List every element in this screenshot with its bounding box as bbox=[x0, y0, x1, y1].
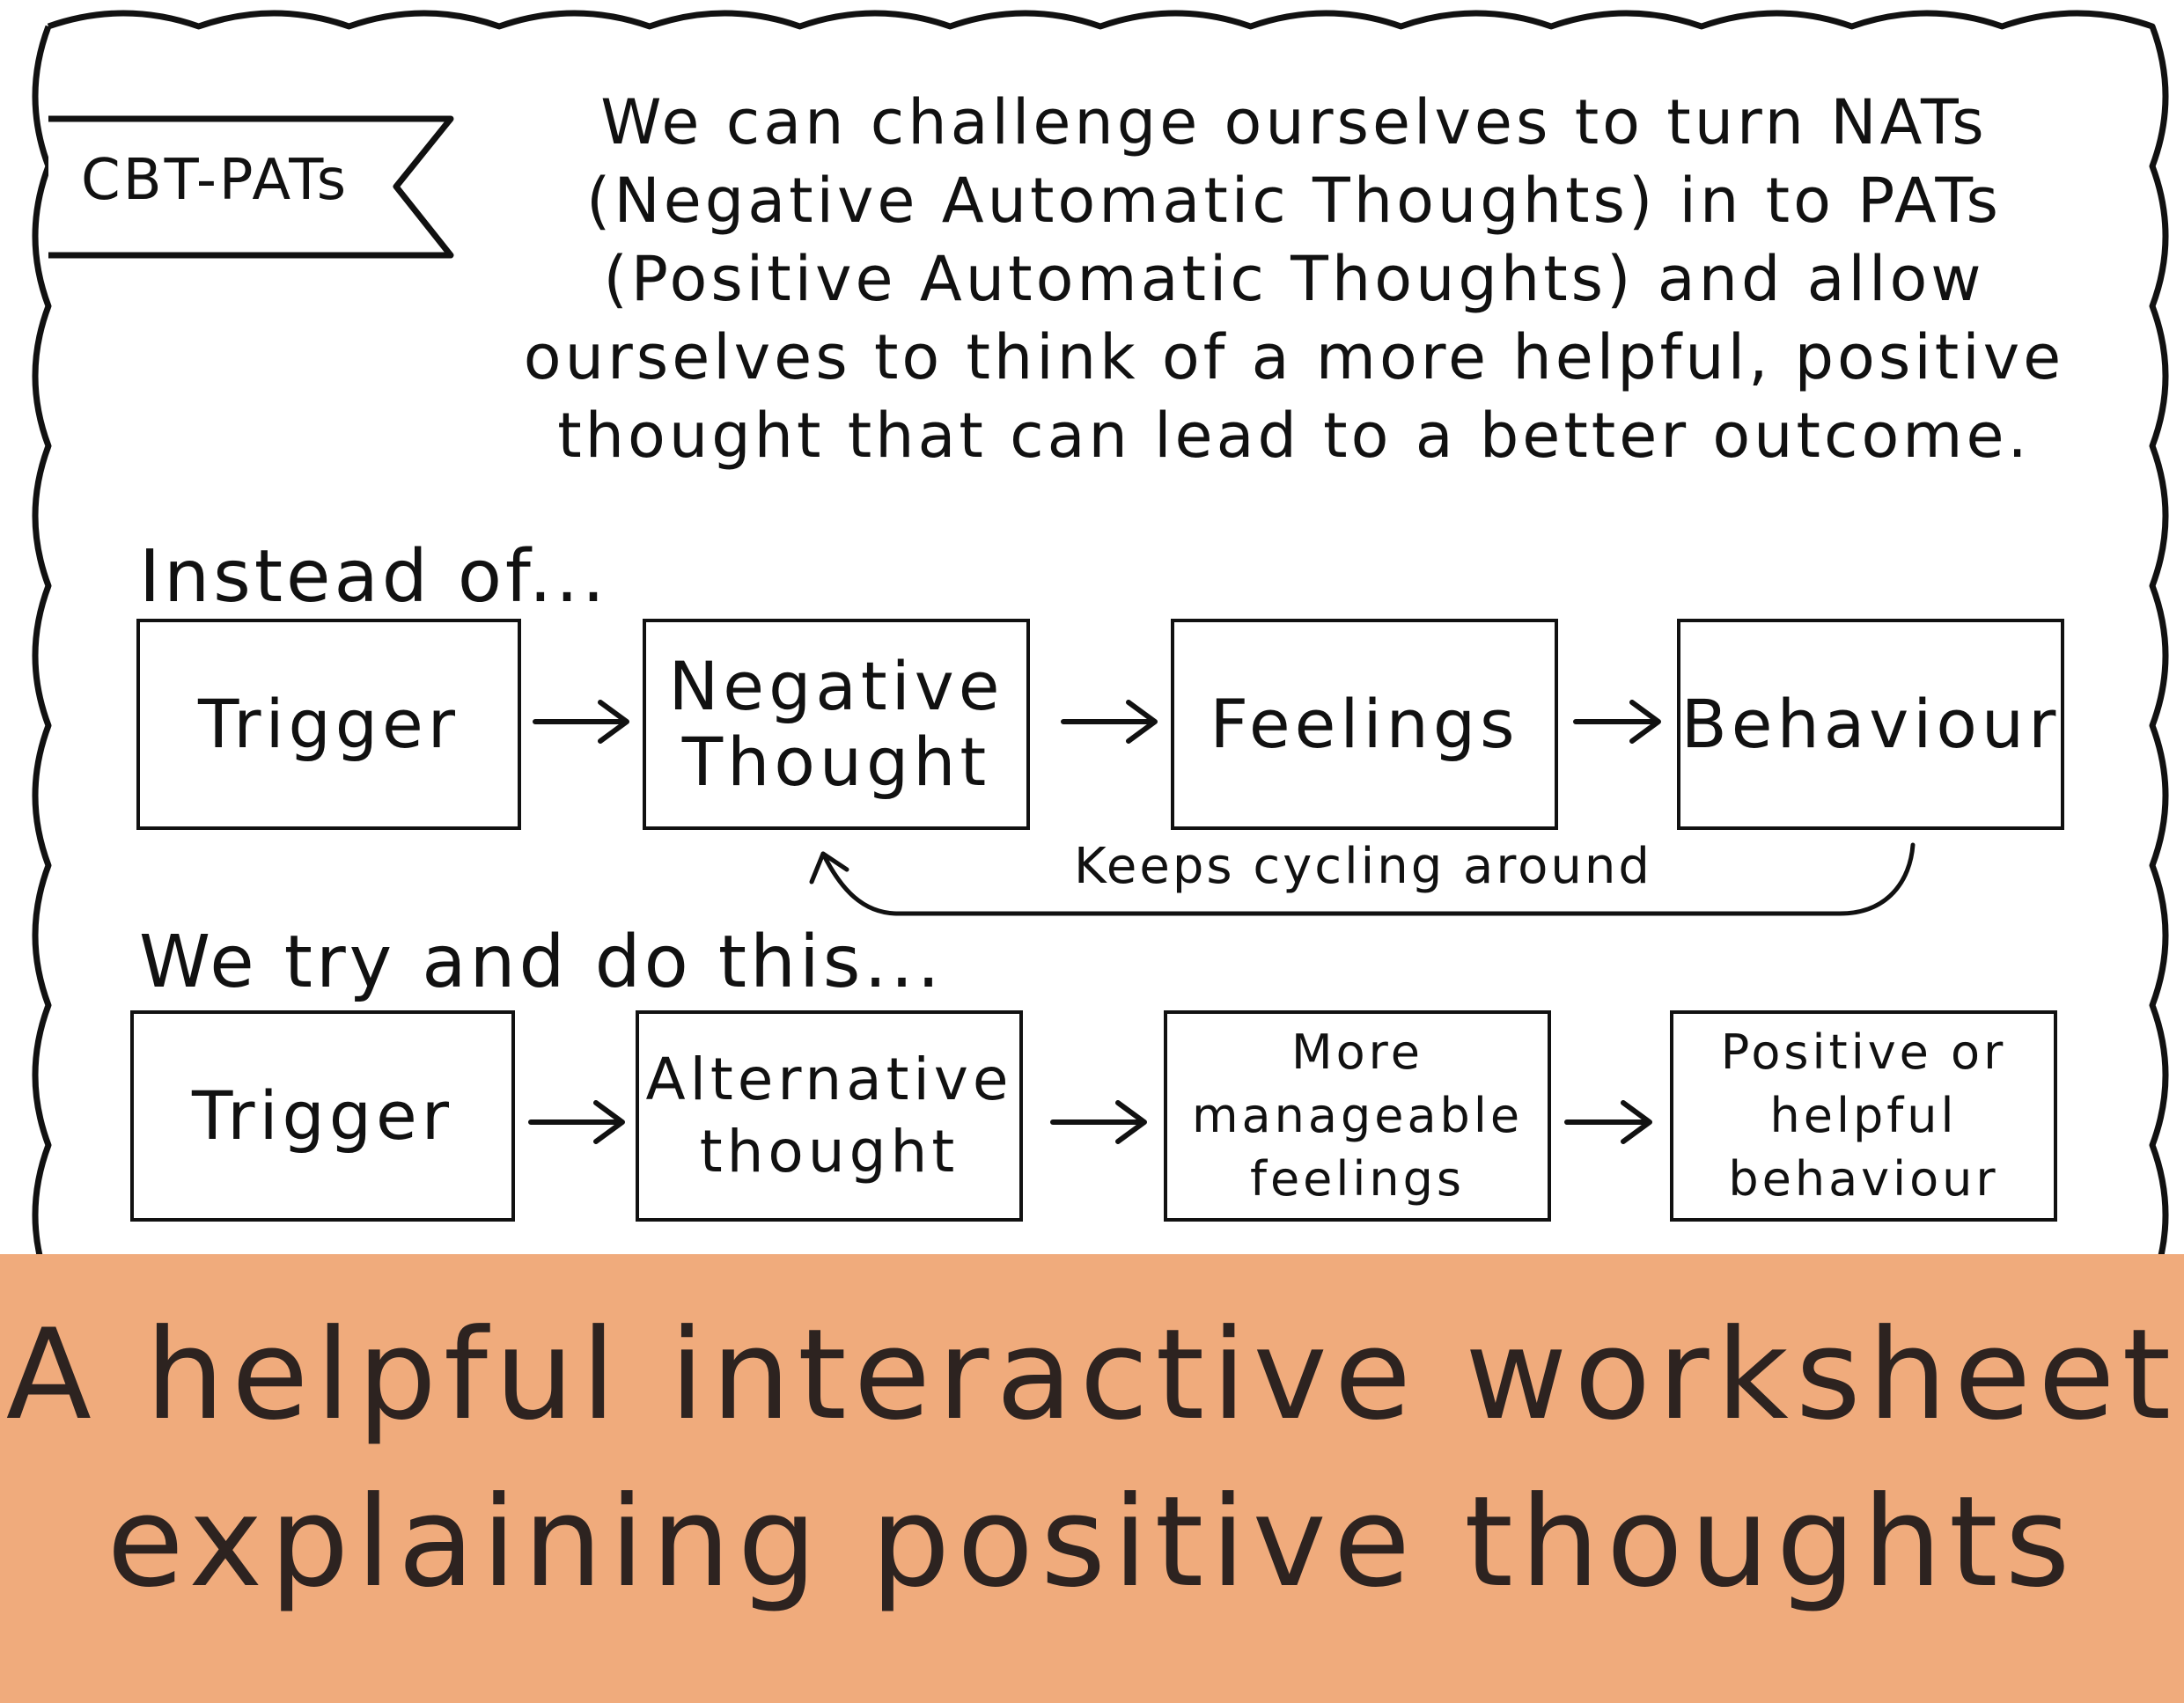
row2-box-trigger: Trigger bbox=[130, 1010, 515, 1222]
row1-box-negative-thought: Negative Thought bbox=[643, 619, 1030, 830]
intro-line: thought that can lead to a better outcom… bbox=[557, 400, 2031, 472]
wavy-border-frame bbox=[32, 10, 2169, 1254]
worksheet-tag: CBT-PATs bbox=[81, 148, 349, 213]
row1-box-feelings: Feelings bbox=[1171, 619, 1558, 830]
row1-box-behaviour: Behaviour bbox=[1677, 619, 2064, 830]
right-arrow-icon bbox=[533, 700, 629, 744]
right-arrow-icon bbox=[1573, 700, 1661, 744]
we-try-heading: We try and do this... bbox=[139, 921, 944, 1004]
box-label: helpful bbox=[1769, 1088, 1958, 1143]
intro-line: We can challenge ourselves to turn NATs bbox=[600, 86, 1988, 158]
banner-line-2: explaining positive thoughts bbox=[107, 1470, 2077, 1615]
row2-box-alternative-thought: Alternative thought bbox=[636, 1010, 1023, 1222]
intro-line: (Positive Automatic Thoughts) and allow bbox=[603, 243, 1985, 315]
worksheet-area: CBT-PATs We can challenge ourselves to t… bbox=[32, 10, 2169, 1254]
intro-line: ourselves to think of a more helpful, po… bbox=[523, 321, 2065, 393]
cycle-label: Keeps cycling around bbox=[1074, 838, 1652, 895]
caption-banner: A helpful interactive worksheet explaini… bbox=[0, 1254, 2184, 1703]
box-label: manageable bbox=[1191, 1088, 1524, 1143]
box-label: Alternative bbox=[645, 1046, 1013, 1113]
box-label: feelings bbox=[1249, 1151, 1466, 1207]
row2-box-manageable-feelings: More manageable feelings bbox=[1164, 1010, 1551, 1222]
box-label: thought bbox=[699, 1118, 960, 1185]
box-label: behaviour bbox=[1728, 1151, 1999, 1207]
box-label: Trigger bbox=[191, 1076, 454, 1155]
intro-line: (Negative Automatic Thoughts) in to PATs bbox=[586, 165, 2002, 237]
intro-paragraph: We can challenge ourselves to turn NATs … bbox=[493, 84, 2095, 475]
row1-box-trigger: Trigger bbox=[136, 619, 521, 830]
instead-of-heading: Instead of... bbox=[139, 535, 609, 619]
row2-box-helpful-behaviour: Positive or helpful behaviour bbox=[1670, 1010, 2057, 1222]
right-arrow-icon bbox=[1050, 1100, 1147, 1144]
box-label: More bbox=[1291, 1024, 1423, 1080]
box-label: Positive or bbox=[1720, 1024, 2007, 1080]
box-label: Trigger bbox=[197, 685, 460, 763]
right-arrow-icon bbox=[528, 1100, 625, 1144]
banner-line-1: A helpful interactive worksheet bbox=[5, 1303, 2179, 1448]
ribbon-tag-icon bbox=[48, 115, 454, 259]
box-label: Negative bbox=[668, 647, 1004, 725]
box-label: Thought bbox=[681, 723, 991, 801]
right-arrow-icon bbox=[1061, 700, 1158, 744]
box-label: Behaviour bbox=[1680, 685, 2061, 763]
right-arrow-icon bbox=[1564, 1100, 1652, 1144]
cycle-return-arrow-icon bbox=[809, 842, 1916, 916]
box-label: Feelings bbox=[1210, 685, 1519, 763]
